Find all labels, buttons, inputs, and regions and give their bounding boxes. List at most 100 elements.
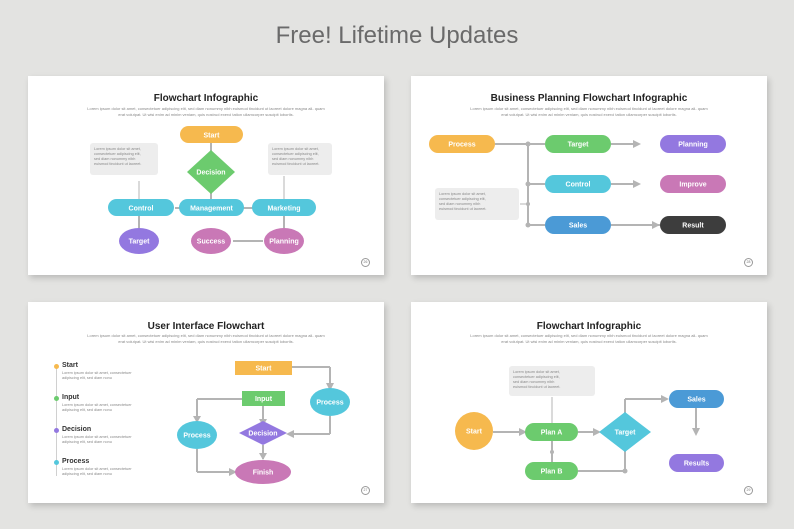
node-improve[interactable] [660, 175, 726, 193]
node-results[interactable] [669, 454, 724, 472]
slide-subtitle: Lorem ipsum dolor sit amet, consectetuer… [87, 106, 325, 117]
slide-flowchart-infographic-1[interactable]: Flowchart Infographic Lorem ipsum dolor … [28, 76, 384, 275]
list-item-title: Decision [62, 426, 92, 433]
node-process-left[interactable] [177, 421, 217, 449]
bullet-dot [54, 428, 59, 433]
node-process-left-label: Process [183, 433, 210, 440]
slide-flowchart-infographic-2[interactable]: Flowchart Infographic Lorem ipsum dolor … [411, 302, 767, 503]
node-finish[interactable] [235, 460, 291, 484]
page-number: 27 [361, 486, 370, 495]
node-plan-a[interactable] [525, 423, 578, 441]
node-target-label: Target [568, 142, 590, 149]
node-start[interactable] [235, 361, 292, 375]
slide-business-planning-flowchart[interactable]: Business Planning Flowchart Infographic … [411, 76, 767, 275]
page-heading: Free! Lifetime Updates [275, 22, 519, 49]
bullet-dot [54, 460, 59, 465]
node-process-right-label: Process [316, 400, 343, 407]
list-item: Process Lorem ipsum dolor sit amet, cons… [54, 458, 174, 490]
note-box-right [268, 143, 332, 175]
node-result[interactable] [660, 216, 726, 234]
node-planning[interactable] [264, 228, 304, 254]
node-target[interactable] [545, 135, 611, 153]
node-control-label: Control [129, 206, 154, 213]
list-item-title: Input [62, 394, 80, 401]
note-box [509, 366, 595, 396]
node-success-label: Success [197, 239, 226, 246]
node-start-label: Start [204, 133, 221, 140]
step-list: Start Lorem ipsum dolor sit amet, consec… [54, 362, 174, 490]
node-marketing-label: Marketing [267, 206, 300, 213]
slide-title: Business Planning Flowchart Infographic [490, 93, 688, 104]
page-number: 28 [744, 258, 753, 267]
flowchart-diagram: Lorem ipsum dolor sit amet,consectetuer … [90, 126, 332, 254]
node-input[interactable] [242, 391, 285, 406]
slide-title: Flowchart Infographic [153, 93, 259, 104]
node-result-label: Result [682, 223, 704, 230]
list-item-desc: Lorem ipsum dolor sit amet, consectetuer… [62, 467, 132, 476]
note-box [435, 188, 519, 220]
node-input-label: Input [255, 396, 273, 403]
list-item-title: Start [62, 362, 78, 369]
node-control[interactable] [545, 175, 611, 193]
list-item: Start Lorem ipsum dolor sit amet, consec… [54, 362, 174, 394]
node-control-label: Control [566, 182, 591, 189]
node-marketing[interactable] [252, 199, 316, 216]
list-item-title: Process [62, 458, 90, 465]
list-item: Decision Lorem ipsum dolor sit amet, con… [54, 426, 174, 458]
flowchart-diagram: Lorem ipsum dolor sit amet,consectetuer … [429, 135, 726, 234]
list-item-desc: Lorem ipsum dolor sit amet, consectetuer… [62, 403, 132, 412]
slide-title: Flowchart Infographic [536, 321, 642, 332]
node-improve-label: Improve [679, 182, 706, 189]
node-sales[interactable] [545, 216, 611, 234]
bullet-dot [54, 364, 59, 369]
flowchart-diagram: Lorem ipsum dolor sit amet,consectetuer … [455, 366, 724, 480]
node-success[interactable] [191, 228, 231, 254]
node-sales[interactable] [669, 390, 724, 408]
list-item-desc: Lorem ipsum dolor sit amet, consectetuer… [62, 435, 132, 444]
node-planning[interactable] [660, 135, 726, 153]
node-process[interactable] [429, 135, 495, 153]
node-start-label: Start [466, 429, 483, 436]
node-results-label: Results [684, 461, 709, 468]
node-target-label: Target [615, 430, 637, 437]
note-text-left: Lorem ipsum dolor sit amet,consectetuer … [94, 147, 142, 166]
slide-subtitle: Lorem ipsum dolor sit amet, consectetuer… [87, 333, 325, 344]
node-plan-b-label: Plan B [541, 469, 563, 476]
node-control[interactable] [108, 199, 174, 216]
note-text: Lorem ipsum dolor sit amet,consectetuer … [513, 370, 561, 389]
list-item: Input Lorem ipsum dolor sit amet, consec… [54, 394, 174, 426]
node-decision-label: Decision [248, 431, 277, 438]
node-sales-label: Sales [687, 397, 705, 404]
node-sales-label: Sales [569, 223, 587, 230]
node-planning-label: Planning [269, 239, 299, 246]
node-process-right[interactable] [310, 388, 350, 416]
note-text-right: Lorem ipsum dolor sit amet,consectetuer … [272, 147, 320, 166]
page-number: 26 [361, 258, 370, 267]
node-management[interactable] [179, 199, 244, 216]
slide-subtitle: Lorem ipsum dolor sit amet, consectetuer… [470, 106, 708, 117]
node-decision[interactable] [239, 421, 287, 445]
node-decision-label: Decision [196, 170, 225, 177]
node-target[interactable] [599, 412, 651, 452]
bullet-dot [54, 396, 59, 401]
note-text: Lorem ipsum dolor sit amet,consectetuer … [439, 192, 487, 211]
node-plan-a-label: Plan A [541, 430, 563, 437]
node-plan-b[interactable] [525, 462, 578, 480]
list-connector-line [56, 366, 57, 476]
node-management-label: Management [190, 206, 233, 213]
slide-subtitle: Lorem ipsum dolor sit amet, consectetuer… [470, 333, 708, 344]
node-target-label: Target [129, 239, 151, 246]
node-finish-label: Finish [253, 470, 274, 477]
node-start[interactable] [455, 412, 493, 450]
node-planning-label: Planning [678, 142, 708, 149]
node-target[interactable] [119, 228, 159, 254]
slide-title: User Interface Flowchart [147, 321, 265, 332]
flowchart-diagram: Start Input Process Process Decision Fin… [177, 361, 350, 484]
node-decision[interactable] [187, 150, 235, 194]
list-item-desc: Lorem ipsum dolor sit amet, consectetuer… [62, 371, 132, 380]
slide-user-interface-flowchart[interactable]: User Interface Flowchart Lorem ipsum dol… [28, 302, 384, 503]
page-number: 29 [744, 486, 753, 495]
node-start[interactable] [180, 126, 243, 143]
node-start-label: Start [256, 366, 273, 373]
node-process-label: Process [448, 142, 475, 149]
